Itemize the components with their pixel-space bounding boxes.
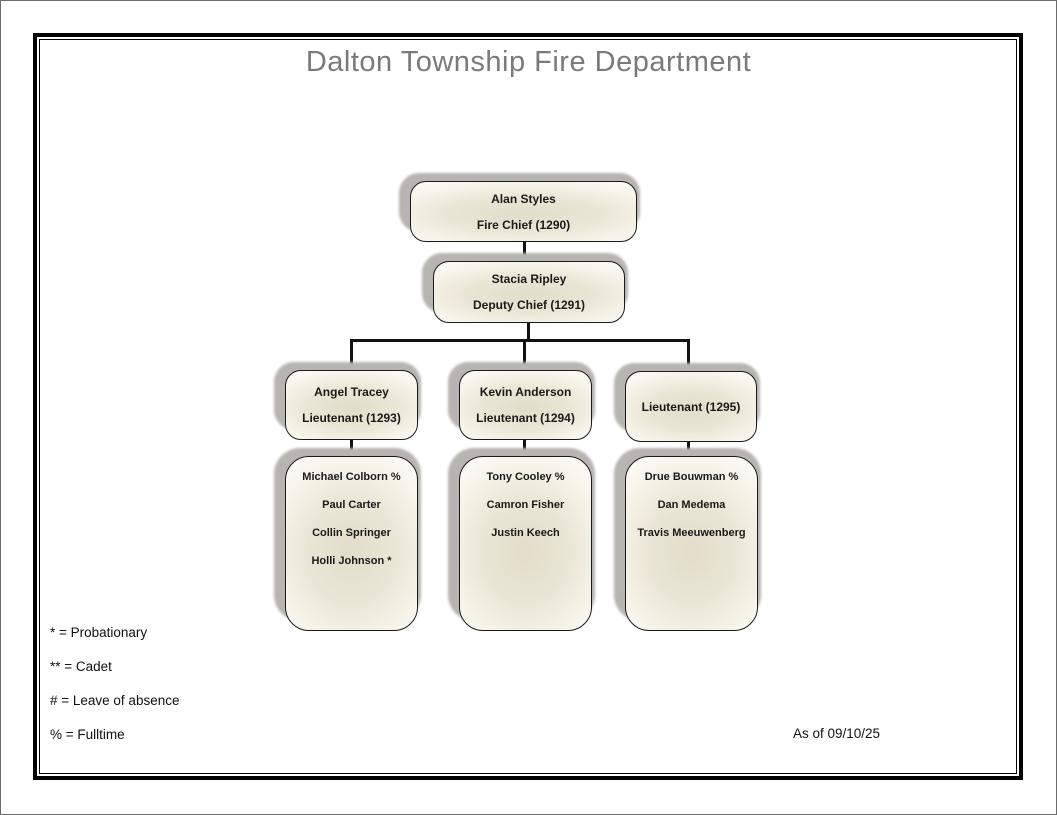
connector-drop-right bbox=[687, 339, 690, 372]
node-box: Stacia Ripley Deputy Chief (1291) bbox=[433, 261, 625, 323]
person-title: Deputy Chief (1291) bbox=[472, 298, 586, 312]
node-box: Tony Cooley % Camron Fisher Justin Keech bbox=[459, 456, 592, 631]
person-title: Lieutenant (1294) bbox=[476, 411, 575, 425]
legend-probationary: * = Probationary bbox=[50, 625, 148, 640]
connector-deputy-down bbox=[527, 322, 530, 340]
member-name: Holli Johnson * bbox=[311, 555, 392, 567]
org-node-members-1294: Tony Cooley % Camron Fisher Justin Keech bbox=[448, 448, 595, 631]
as-of-date: As of 09/10/25 bbox=[793, 726, 881, 741]
page-title: Dalton Township Fire Department bbox=[305, 46, 752, 78]
org-node-members-1295: Drue Bouwman % Dan Medema Travis Meeuwen… bbox=[614, 448, 761, 631]
org-node-fire-chief: Alan Styles Fire Chief (1290) bbox=[399, 173, 640, 242]
node-box: Alan Styles Fire Chief (1290) bbox=[410, 181, 637, 242]
connector-chief-deputy bbox=[523, 242, 526, 262]
legend-cadet: ** = Cadet bbox=[50, 659, 112, 674]
node-box: Michael Colborn % Paul Carter Collin Spr… bbox=[285, 456, 418, 631]
person-title: Fire Chief (1290) bbox=[476, 217, 571, 232]
node-box: Drue Bouwman % Dan Medema Travis Meeuwen… bbox=[625, 456, 758, 631]
member-name: Camron Fisher bbox=[486, 499, 565, 511]
member-name: Collin Springer bbox=[312, 527, 391, 539]
node-box: Lieutenant (1295) bbox=[625, 371, 757, 442]
person-name: Kevin Anderson bbox=[479, 385, 572, 399]
member-name: Justin Keech bbox=[491, 527, 560, 539]
legend-leave-of-absence: # = Leave of absence bbox=[50, 693, 180, 708]
org-node-deputy-chief: Stacia Ripley Deputy Chief (1291) bbox=[422, 253, 628, 323]
person-title: Lieutenant (1295) bbox=[641, 399, 741, 414]
page-border-outer bbox=[33, 33, 1023, 780]
node-box: Kevin Anderson Lieutenant (1294) bbox=[459, 370, 592, 440]
connector-drop-center bbox=[523, 339, 526, 371]
org-node-lieutenant-1294: Kevin Anderson Lieutenant (1294) bbox=[448, 362, 595, 440]
member-name: Tony Cooley % bbox=[486, 471, 565, 483]
person-name: Angel Tracey bbox=[314, 385, 389, 399]
member-name: Dan Medema bbox=[657, 499, 726, 511]
member-name: Paul Carter bbox=[322, 499, 381, 511]
org-node-lieutenant-1295: Lieutenant (1295) bbox=[614, 363, 760, 442]
connector-drop-left bbox=[350, 339, 353, 371]
person-name: Alan Styles bbox=[491, 191, 556, 206]
legend-fulltime: % = Fulltime bbox=[50, 727, 125, 742]
member-name: Drue Bouwman % bbox=[644, 471, 739, 483]
connector-horizontal bbox=[350, 339, 690, 342]
org-node-lieutenant-1293: Angel Tracey Lieutenant (1293) bbox=[274, 362, 421, 440]
person-name: Stacia Ripley bbox=[491, 272, 567, 286]
page-border-inner bbox=[39, 39, 1017, 774]
person-title: Lieutenant (1293) bbox=[302, 411, 401, 425]
member-name: Michael Colborn % bbox=[302, 471, 401, 483]
member-name: Travis Meeuwenberg bbox=[637, 527, 746, 539]
node-box: Angel Tracey Lieutenant (1293) bbox=[285, 370, 418, 440]
org-node-members-1293: Michael Colborn % Paul Carter Collin Spr… bbox=[274, 448, 421, 631]
